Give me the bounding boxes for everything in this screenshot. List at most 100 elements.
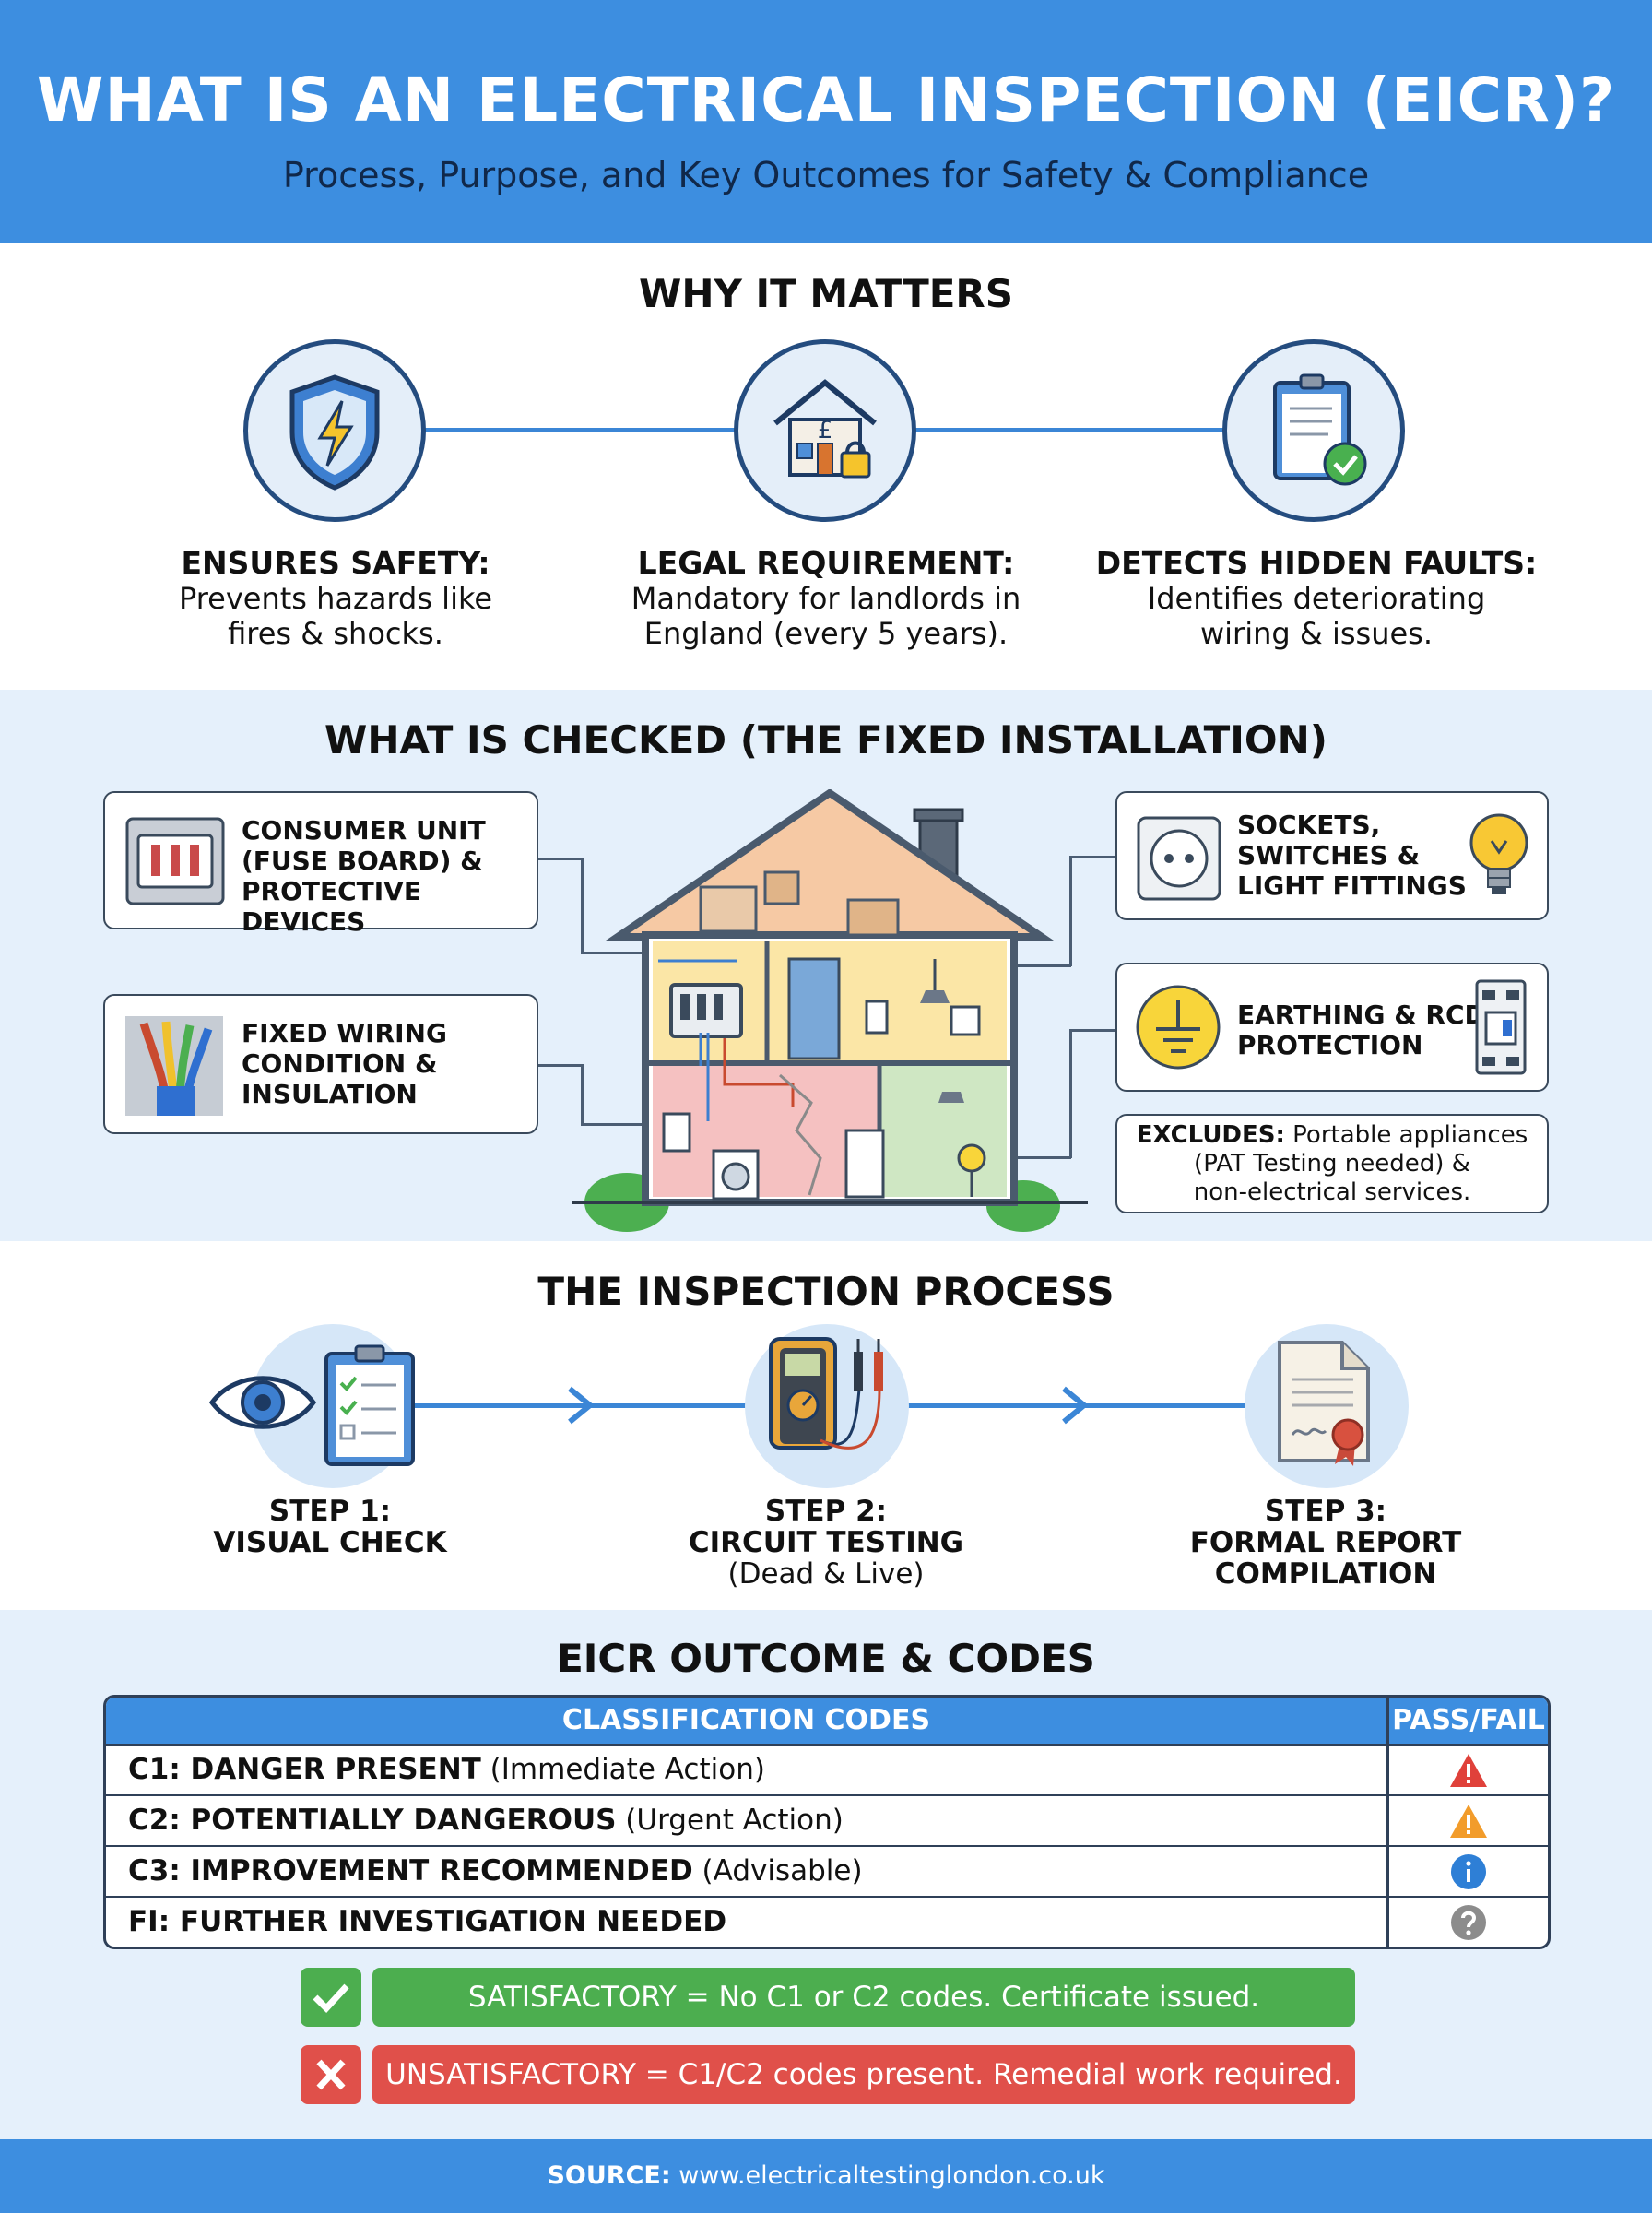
- outcome-section: EICR OUTCOME & CODES CLASSIFICATION CODE…: [0, 1610, 1652, 2139]
- why-item-safety: ENSURES SAFETY: Prevents hazards like fi…: [96, 545, 575, 652]
- eye-icon: [208, 1367, 317, 1442]
- checked-title: WHAT IS CHECKED (THE FIXED INSTALLATION): [324, 717, 1328, 763]
- connector-line: [986, 964, 1071, 967]
- card-sockets: SOCKETS, SWITCHES & LIGHT FITTINGS: [1115, 791, 1549, 920]
- why-text-legal-2: England (every 5 years).: [643, 616, 1009, 651]
- fuse-board-icon: [125, 817, 225, 909]
- sockets-line: LIGHT FITTINGS: [1237, 870, 1467, 901]
- consumer-unit-line: CONSUMER UNIT: [242, 815, 486, 846]
- checklist-clipboard-icon: [323, 1343, 417, 1472]
- report-certificate-icon: [1276, 1339, 1377, 1472]
- card-fixed-wiring: FIXED WIRING CONDITION & INSULATION: [103, 994, 538, 1134]
- step1-title: VISUAL CHECK: [213, 1526, 447, 1559]
- outcome-title: EICR OUTCOME & CODES: [557, 1636, 1095, 1681]
- earthing-line: EARTHING & RCD: [1237, 1000, 1486, 1030]
- why-heading-faults: DETECTS HIDDEN FAULTS:: [1095, 545, 1538, 581]
- step1-number: STEP 1:: [268, 1495, 392, 1528]
- why-item-legal: LEGAL REQUIREMENT: Mandatory for landlor…: [586, 545, 1066, 652]
- connector-line: [1069, 856, 1072, 966]
- chevron-right-icon: [564, 1385, 597, 1426]
- footer-source: SOURCE: www.electricaltestinglondon.co.u…: [0, 2139, 1652, 2213]
- column-header-codes: CLASSIFICATION CODES: [106, 1698, 1389, 1744]
- step3-title: FORMAL REPORT: [1189, 1526, 1462, 1559]
- connector-line: [581, 1123, 671, 1126]
- connector-line: [581, 1064, 584, 1125]
- code-name: C2: POTENTIALLY DANGEROUS: [128, 1804, 617, 1837]
- earthing-label: EARTHING & RCD PROTECTION: [1237, 1000, 1486, 1060]
- step2-label: STEP 2: CIRCUIT TESTING (Dead & Live): [632, 1496, 1020, 1590]
- step1-label: STEP 1: VISUAL CHECK: [136, 1496, 524, 1558]
- why-text-faults-1: Identifies deteriorating: [1147, 581, 1486, 616]
- satisfactory-text: SATISFACTORY = No C1 or C2 codes. Certif…: [372, 1968, 1355, 2027]
- step2-subtitle: (Dead & Live): [727, 1557, 925, 1591]
- codes-table-header: CLASSIFICATION CODES PASS/FAIL: [106, 1698, 1548, 1744]
- socket-icon: [1136, 815, 1222, 905]
- code-name: C1: DANGER PRESENT: [128, 1753, 481, 1786]
- source-url[interactable]: www.electricaltestinglondon.co.uk: [670, 2161, 1105, 2190]
- code-note: (Immediate Action): [480, 1753, 765, 1786]
- code-cell: C3: IMPROVEMENT RECOMMENDED (Advisable): [106, 1847, 1389, 1896]
- connector-line: [1071, 1029, 1117, 1032]
- checked-section: WHAT IS CHECKED (THE FIXED INSTALLATION)…: [0, 690, 1652, 1241]
- code-note: (Urgent Action): [616, 1804, 844, 1837]
- card-earthing: EARTHING & RCD PROTECTION: [1115, 963, 1549, 1092]
- excludes-text: (PAT Testing needed) &: [1194, 1150, 1470, 1178]
- sockets-line: SOCKETS,: [1237, 810, 1381, 840]
- table-row: C1: DANGER PRESENT (Immediate Action): [106, 1744, 1548, 1794]
- codes-table: CLASSIFICATION CODES PASS/FAIL C1: DANGE…: [103, 1695, 1551, 1949]
- code-cell: C2: POTENTIALLY DANGEROUS (Urgent Action…: [106, 1796, 1389, 1845]
- connector-line: [537, 1064, 583, 1067]
- step2-title: CIRCUIT TESTING: [688, 1526, 964, 1559]
- house-illustration: [562, 788, 1097, 1245]
- table-row: FI: FURTHER INVESTIGATION NEEDED: [106, 1896, 1548, 1947]
- sockets-line: SWITCHES &: [1237, 840, 1421, 870]
- clipboard-check-icon: [1222, 339, 1405, 522]
- step3-label: STEP 3: FORMAL REPORT COMPILATION: [1132, 1496, 1519, 1590]
- table-row: C2: POTENTIALLY DANGEROUS (Urgent Action…: [106, 1794, 1548, 1845]
- warning-icon: [1389, 1796, 1548, 1845]
- connector-line: [1071, 856, 1117, 858]
- connector-line: [581, 952, 666, 954]
- info-icon: [1389, 1847, 1548, 1896]
- rcd-breaker-icon: [1473, 977, 1528, 1081]
- wires-icon: [125, 1016, 223, 1119]
- why-heading-safety: ENSURES SAFETY:: [181, 545, 490, 581]
- unsatisfactory-text: UNSATISFACTORY = C1/C2 codes present. Re…: [372, 2045, 1355, 2104]
- why-heading-legal: LEGAL REQUIREMENT:: [637, 545, 1015, 581]
- consumer-unit-line: (FUSE BOARD) &: [242, 846, 483, 876]
- card-consumer-unit: CONSUMER UNIT (FUSE BOARD) & PROTECTIVE …: [103, 791, 538, 937]
- connector-line: [581, 858, 584, 953]
- question-icon: [1389, 1898, 1548, 1947]
- step2-number: STEP 2:: [764, 1495, 888, 1528]
- column-header-passfail: PASS/FAIL: [1392, 1704, 1545, 1736]
- code-name: C3: IMPROVEMENT RECOMMENDED: [128, 1854, 693, 1888]
- chevron-right-icon: [1058, 1385, 1092, 1426]
- multimeter-icon: [765, 1333, 903, 1475]
- why-section: WHY IT MATTERS £: [0, 243, 1652, 690]
- step3-title-2: COMPILATION: [1214, 1557, 1437, 1591]
- earth-symbol-icon: [1134, 983, 1222, 1075]
- why-text-safety-2: fires & shocks.: [228, 616, 443, 651]
- consumer-unit-line: PROTECTIVE DEVICES: [242, 876, 421, 937]
- why-text-faults-2: wiring & issues.: [1199, 616, 1434, 651]
- process-section: THE INSPECTION PROCESS: [0, 1241, 1652, 1610]
- code-cell: C1: DANGER PRESENT (Immediate Action): [106, 1746, 1389, 1794]
- danger-icon: [1389, 1746, 1548, 1794]
- why-item-faults: DETECTS HIDDEN FAULTS: Identifies deteri…: [1077, 545, 1556, 652]
- light-bulb-icon: [1466, 808, 1532, 911]
- header-banner: WHAT IS AN ELECTRICAL INSPECTION (EICR)?…: [0, 0, 1652, 243]
- process-connector-line: [903, 1403, 1245, 1408]
- earthing-line: PROTECTION: [1237, 1030, 1423, 1060]
- excludes-label: EXCLUDES:: [1136, 1121, 1285, 1149]
- process-connector-line: [415, 1403, 750, 1408]
- svg-text:£: £: [818, 417, 833, 444]
- fixed-wiring-line: FIXED WIRING: [242, 1018, 447, 1048]
- why-text-legal-1: Mandatory for landlords in: [631, 581, 1021, 616]
- checkmark-icon: [301, 1968, 361, 2027]
- fixed-wiring-label: FIXED WIRING CONDITION & INSULATION: [242, 1018, 447, 1109]
- source-label: SOURCE:: [547, 2161, 671, 2190]
- consumer-unit-label: CONSUMER UNIT (FUSE BOARD) & PROTECTIVE …: [242, 815, 537, 937]
- code-cell: FI: FURTHER INVESTIGATION NEEDED: [106, 1898, 1389, 1947]
- process-title: THE INSPECTION PROCESS: [537, 1269, 1115, 1314]
- shield-lightning-icon: [243, 339, 426, 522]
